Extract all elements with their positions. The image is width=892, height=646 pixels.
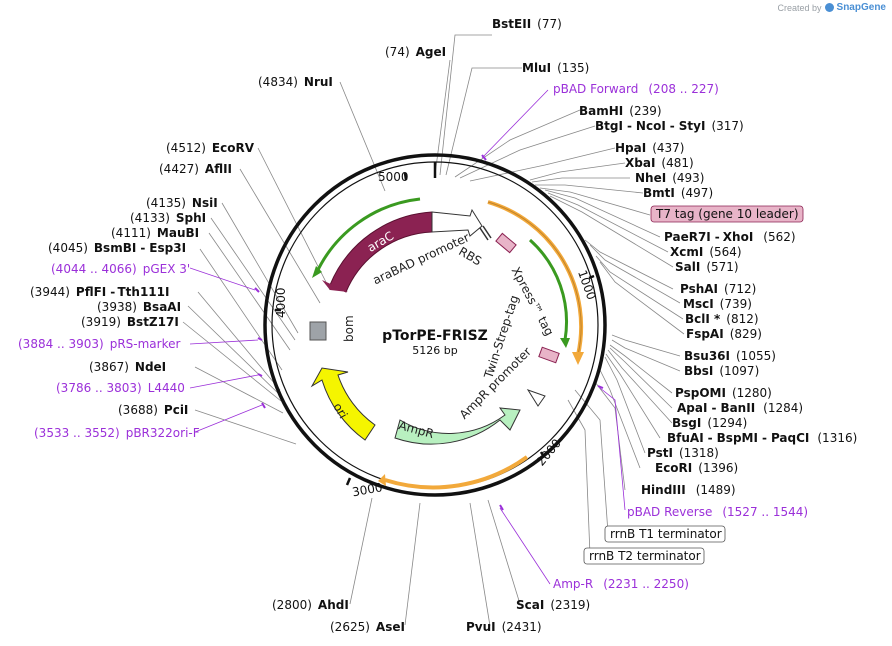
xpress-arrowhead xyxy=(572,352,584,365)
site-bstz17i: (3919)BstZ17I xyxy=(81,315,179,329)
site-bsgi: BsgI(1294) xyxy=(672,416,747,430)
twinstrep-green-arc xyxy=(528,238,569,341)
arabad-feature xyxy=(431,208,483,237)
site-apai: ApaI-BanII(1284) xyxy=(677,401,803,415)
site-btgi: BtgI-NcoI-StyI(317) xyxy=(595,119,744,133)
site-ahdi: (2800)AhdI xyxy=(272,598,349,612)
site-maubi: (4111)MauBI xyxy=(111,226,199,240)
site-bsaai: (3938)BsaAI xyxy=(97,300,181,314)
site-nrui: (4834)NruI xyxy=(258,75,333,89)
site-hpai: HpaI(437) xyxy=(615,141,684,155)
plasmid-name: pTorPE-FRISZ xyxy=(382,328,488,344)
site-ndei: (3867)NdeI xyxy=(89,360,166,374)
arac-green-arrowhead xyxy=(312,266,322,278)
site-pflfi: (3944)PflFI-Tth111I xyxy=(30,285,169,299)
site-sali: SalI(571) xyxy=(675,260,739,274)
site-aflii: (4427)AflII xyxy=(159,162,232,176)
site-pshai: PshAI(712) xyxy=(680,282,756,296)
site-bsu36i: Bsu36I(1055) xyxy=(684,349,776,363)
site-msci: MscI(739) xyxy=(683,297,752,311)
credit-text: Created by xyxy=(777,2,822,13)
ampr-orange-arc xyxy=(384,455,529,490)
tick-5000: 5000 xyxy=(378,170,409,184)
xpress-orange-arc xyxy=(487,200,584,356)
site-mlui: MluI(135) xyxy=(522,61,589,75)
rrnb-t1-label: rrnB T1 terminator xyxy=(610,527,722,541)
ampr-feature xyxy=(394,407,521,445)
site-ecori: EcoRI(1396) xyxy=(655,461,738,475)
credit: Created by SnapGene xyxy=(778,2,887,13)
primer-marks xyxy=(254,154,604,511)
rbs-label: RBS xyxy=(456,244,484,268)
xpress-tag-feature xyxy=(495,232,517,254)
rbs-mark xyxy=(479,227,489,241)
tick-3000: 3000 xyxy=(351,480,384,499)
site-bcli: BclI *(812) xyxy=(685,312,759,326)
site-bsteii: BstEII(77) xyxy=(492,17,562,31)
ampr-orange-arrowhead xyxy=(378,474,386,486)
backbone-outer xyxy=(263,153,607,497)
site-bbsi: BbsI(1097) xyxy=(684,364,759,378)
site-bfuai: BfuAI-BspMI-PaqCI(1316) xyxy=(667,431,857,445)
site-bamhi: BamHI(239) xyxy=(579,104,662,118)
tick-4000: 4000 xyxy=(274,287,288,318)
site-bmti: BmtI(497) xyxy=(643,186,713,200)
rrnb-t2-label: rrnB T2 terminator xyxy=(589,549,701,563)
primer-leader-lines xyxy=(189,89,626,585)
site-ecorv: (4512)EcoRV xyxy=(166,141,255,155)
site-psti: PstI(1318) xyxy=(647,446,719,460)
primer-pbr322ori-f: (3533 .. 3552)pBR322ori-F xyxy=(34,426,200,440)
rrnb-t1-box xyxy=(604,525,726,543)
site-nsii: (4135)NsiI xyxy=(146,196,218,210)
tick-marks xyxy=(275,162,595,486)
twinstrep-feature xyxy=(538,346,560,364)
site-hindiii: HindIII(1489) xyxy=(641,483,736,497)
bom-label: bom xyxy=(342,315,356,342)
site-pspomi: PspOMI(1280) xyxy=(675,386,772,400)
site-xbai: XbaI(481) xyxy=(625,156,694,170)
credit-brand: SnapGene xyxy=(836,2,886,13)
rrnb-t2-box xyxy=(583,547,705,565)
site-nhei: NheI(493) xyxy=(635,171,704,185)
t7-tag-label: T7 tag (gene 10 leader) xyxy=(655,207,799,221)
site-bsmbi: (4045)BsmBI-Esp3I xyxy=(48,241,186,255)
site-pvui: PvuI(2431) xyxy=(466,620,542,634)
primer-pgex3: (4044 .. 4066)pGEX 3' xyxy=(51,262,190,276)
arac-green-arc xyxy=(314,197,421,275)
site-paer7i: PaeR7I-XhoI(562) xyxy=(664,230,796,244)
t7-tag-box xyxy=(650,205,804,223)
site-scai: ScaI(2319) xyxy=(516,598,590,612)
site-xcmi: XcmI(564) xyxy=(670,245,742,259)
site-fspai: FspAI(829) xyxy=(686,327,762,341)
site-agei: (74)AgeI xyxy=(385,45,446,59)
primer-l4440: (3786 .. 3803)L4440 xyxy=(56,381,185,395)
site-asei: (2625)AseI xyxy=(330,620,405,634)
plasmid-length: 5126 bp xyxy=(412,344,457,357)
ampr-promoter-feature xyxy=(526,389,546,407)
sites-right: (74)AgeI BstEII(77) MluI(135) pBAD Forwa… xyxy=(385,17,857,634)
primer-pbad-reverse: pBAD Reverse(1527 .. 1544) xyxy=(627,505,808,519)
sites-left: (2625)AseI (2800)AhdI (3533 .. 3552)pBR3… xyxy=(18,75,405,634)
site-pcii: (3688)PciI xyxy=(118,403,188,417)
primer-amp-r: Amp-R(2231 .. 2250) xyxy=(553,577,689,591)
snapgene-logo-icon xyxy=(824,3,834,12)
primer-pbad-forward: pBAD Forward(208 .. 227) xyxy=(553,82,719,96)
site-sphi: (4133)SphI xyxy=(130,211,206,225)
primer-prs-marker: (3884 .. 3903)pRS-marker xyxy=(18,337,180,351)
bom-feature xyxy=(309,321,327,341)
ori-feature xyxy=(310,367,376,441)
ori-label: ori xyxy=(330,400,350,421)
twinstrep-arrowhead xyxy=(560,338,570,348)
